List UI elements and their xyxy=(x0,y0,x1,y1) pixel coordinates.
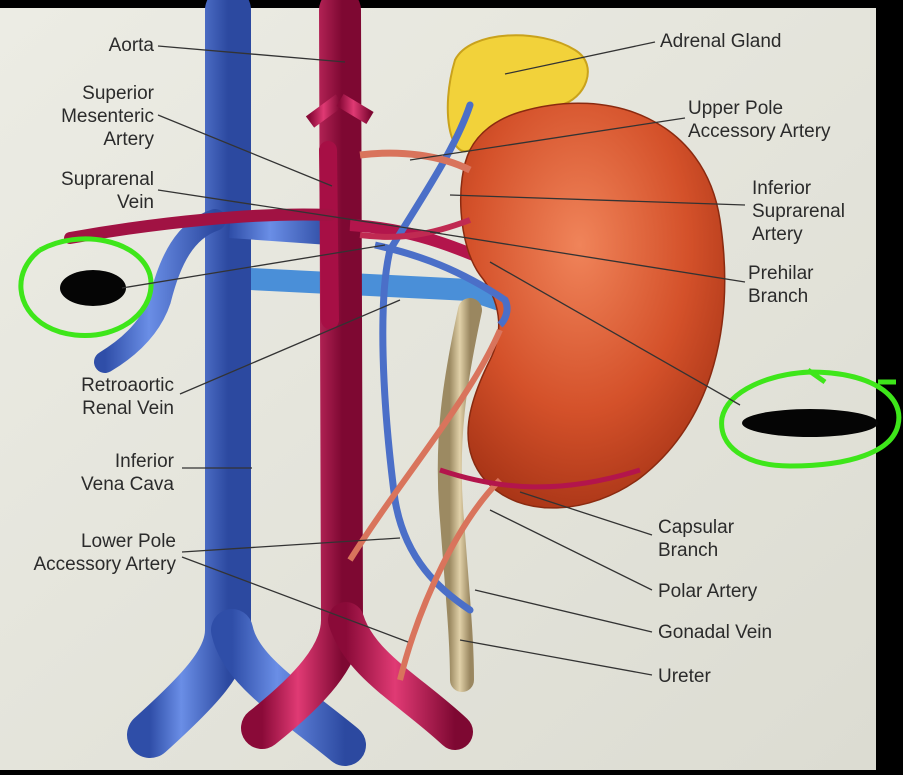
capsular-branch-shape xyxy=(439,467,641,490)
label-ureter: Ureter xyxy=(658,666,711,687)
highlight-circle-left xyxy=(18,236,154,339)
leader-sma xyxy=(157,114,333,187)
label-capsular-branch: Capsular Branch xyxy=(658,517,735,561)
ureter-shape xyxy=(437,298,482,692)
renal-vein-crossing xyxy=(229,212,331,245)
right-iliac-vein xyxy=(211,609,366,766)
leader-capsular xyxy=(519,491,653,536)
diagram-background xyxy=(0,8,876,770)
label-prehilar-branch: Prehilar Branch xyxy=(748,263,814,307)
leader-ureter xyxy=(459,639,653,676)
polar-artery-shape xyxy=(397,477,503,681)
renal-vein-tributary xyxy=(374,241,511,328)
kidney-shape xyxy=(459,102,726,509)
leader-lower-pole-2 xyxy=(181,556,409,643)
redaction-left xyxy=(60,270,126,306)
leader-lower-pole-1 xyxy=(181,537,401,553)
label-suprarenal-vein: Suprarenal Vein xyxy=(61,169,154,213)
leader-right-redacted xyxy=(489,261,741,406)
lower-pole-accessory-artery-shape xyxy=(347,328,503,562)
gonadal-vein-shape xyxy=(379,101,474,614)
celiac-branch-left xyxy=(305,94,345,128)
leader-gonadal xyxy=(474,589,653,633)
leader-prehilar xyxy=(429,231,746,283)
celiac-branch-right xyxy=(336,93,374,125)
label-inferior-suprarenal-artery: Inferior Suprarenal Artery xyxy=(752,178,845,245)
leader-aorta xyxy=(157,45,346,63)
label-superior-mesenteric-artery: Superior Mesenteric Artery xyxy=(61,83,154,150)
right-renal-vein xyxy=(94,209,226,373)
left-renal-vein xyxy=(219,267,511,311)
label-gonadal-vein: Gonadal Vein xyxy=(658,622,773,643)
leader-suprarenal-vein xyxy=(157,189,441,234)
label-retroaortic-renal-vein: Retroaortic Renal Vein xyxy=(81,375,174,419)
leader-adrenal xyxy=(504,41,656,75)
right-iliac-artery xyxy=(328,602,473,750)
right-renal-artery xyxy=(64,208,336,244)
label-adrenal-gland: Adrenal Gland xyxy=(660,31,782,52)
leader-lines xyxy=(121,41,746,676)
highlight-circle-right xyxy=(719,369,902,469)
label-upper-pole-accessory-artery: Upper Pole Accessory Artery xyxy=(688,98,831,142)
inferior-suprarenal-artery-shape xyxy=(359,217,472,240)
leader-upper-pole xyxy=(409,117,686,161)
redaction-right xyxy=(742,409,878,437)
upper-pole-accessory-artery-shape xyxy=(359,149,472,174)
label-polar-artery: Polar Artery xyxy=(658,581,758,602)
label-inferior-vena-cava: Inferior Vena Cava xyxy=(81,451,174,495)
leader-polar xyxy=(489,509,653,591)
leader-left-redacted xyxy=(121,244,386,289)
leader-inferior-suprarenal xyxy=(449,194,746,206)
label-aorta: Aorta xyxy=(108,35,154,56)
label-lower-pole-accessory-artery: Lower Pole Accessory Artery xyxy=(33,531,176,575)
superior-mesenteric-artery-shape xyxy=(319,141,339,329)
leader-retroaortic xyxy=(179,299,401,395)
highlight-circle-right-tail xyxy=(806,367,896,385)
